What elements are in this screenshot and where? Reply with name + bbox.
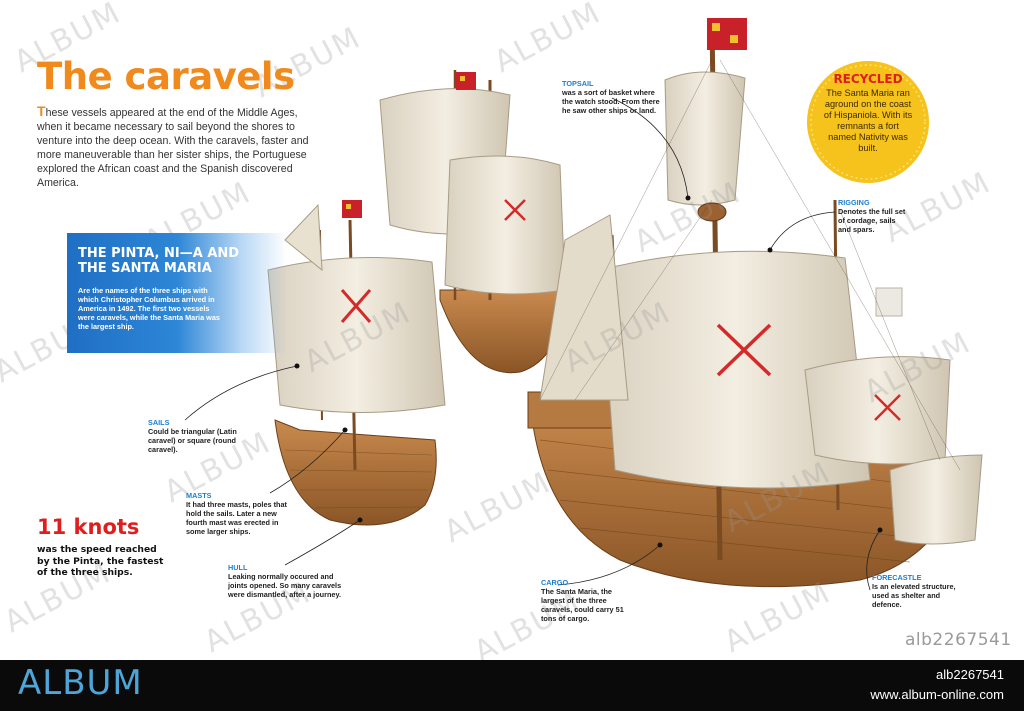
knots-value: 11 knots bbox=[37, 515, 140, 539]
label-masts: MASTS It had three masts, poles that hol… bbox=[186, 491, 296, 536]
intro-paragraph: These vessels appeared at the end of the… bbox=[37, 104, 315, 190]
footer-image-code: alb2267541 bbox=[936, 667, 1004, 682]
label-masts-heading: MASTS bbox=[186, 491, 212, 500]
label-forecastle: FORECASTLE Is an elevated structure, use… bbox=[872, 573, 964, 609]
footer-bar bbox=[0, 660, 1024, 711]
intro-text: hese vessels appeared at the end of the … bbox=[37, 107, 309, 189]
label-topsail-text: was a sort of basket where the watch sto… bbox=[562, 88, 660, 115]
label-rigging-text: Denotes the full set of cordage, sails a… bbox=[838, 207, 906, 234]
label-sails: SAILS Could be triangular (Latin caravel… bbox=[148, 418, 238, 454]
pinta-ship bbox=[267, 200, 446, 526]
label-masts-text: It had three masts, poles that hold the … bbox=[186, 500, 287, 536]
label-forecastle-heading: FORECASTLE bbox=[872, 573, 922, 582]
caravels-illustration bbox=[184, 18, 983, 591]
label-forecastle-text: Is an elevated structure, used as shelte… bbox=[872, 582, 956, 609]
album-logo[interactable]: ALBUM bbox=[18, 663, 143, 703]
knots-text: was the speed reached by the Pinta, the … bbox=[37, 544, 164, 578]
label-cargo-text: The Santa Maria, the largest of the thre… bbox=[541, 587, 624, 623]
label-cargo: CARGO The Santa Maria, the largest of th… bbox=[541, 578, 631, 623]
label-rigging-heading: RIGGING bbox=[838, 198, 870, 207]
infographic-canvas: ALBUM ALBUM ALBUM ALBUM ALBUM ALBUM ALBU… bbox=[0, 0, 1012, 660]
page-title: The caravels bbox=[37, 55, 295, 98]
label-hull-text: Leaking normally occured and joints open… bbox=[228, 572, 342, 599]
intro-drop-cap: T bbox=[37, 103, 46, 119]
recycled-title: RECYCLED bbox=[833, 72, 903, 86]
label-sails-heading: SAILS bbox=[148, 418, 170, 427]
label-sails-text: Could be triangular (Latin caravel) or s… bbox=[148, 427, 237, 454]
santa-maria-ship bbox=[527, 18, 983, 588]
label-cargo-heading: CARGO bbox=[541, 578, 569, 587]
label-topsail-heading: TOPSAIL bbox=[562, 79, 594, 88]
pointer-lines bbox=[184, 97, 881, 591]
recycled-badge bbox=[807, 61, 929, 183]
pointer-dots bbox=[294, 195, 883, 548]
footer-url-link[interactable]: www.album-online.com bbox=[870, 687, 1004, 702]
label-hull-heading: HULL bbox=[228, 563, 248, 572]
nina-ship bbox=[379, 70, 571, 374]
ships-info-text: Are the names of the three ships with wh… bbox=[78, 286, 220, 331]
label-topsail: TOPSAIL was a sort of basket where the w… bbox=[562, 79, 667, 115]
ships-info-box bbox=[67, 233, 287, 353]
ships-info-title: THE PINTA, NI—A AND THE SANTA MARIA bbox=[78, 246, 240, 276]
label-hull: HULL Leaking normally occured and joints… bbox=[228, 563, 346, 599]
label-rigging: RIGGING Denotes the full set of cordage,… bbox=[838, 198, 910, 234]
recycled-text: The Santa Maria ran aground on the coast… bbox=[823, 88, 913, 153]
image-code: alb2267541 bbox=[905, 630, 1012, 650]
